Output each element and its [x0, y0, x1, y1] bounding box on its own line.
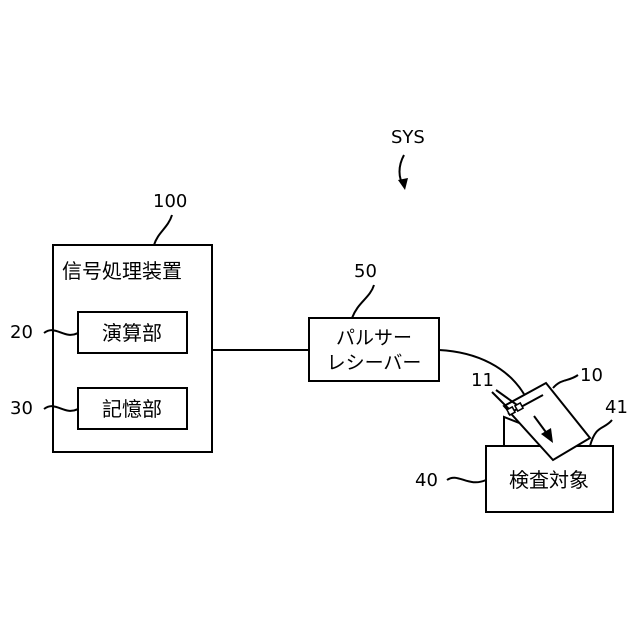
- probe-ref-label: 10: [580, 365, 603, 386]
- storage-unit-label: 記憶部: [102, 397, 162, 421]
- arithmetic-unit-label: 演算部: [102, 321, 162, 345]
- inspection-target-ref-label: 40: [415, 470, 438, 491]
- element-leader-1: [492, 392, 509, 409]
- surface-ref-label: 41: [605, 397, 628, 418]
- storage-unit-ref-label: 30: [10, 398, 33, 419]
- pulser-receiver-ref-label: 50: [354, 261, 377, 282]
- probe-leader: [553, 375, 578, 388]
- signal-processor-title: 信号処理装置: [62, 259, 182, 283]
- signal-processor-leader: [154, 215, 172, 245]
- system-arrow-head: [398, 178, 408, 190]
- pulser-receiver-label-line1: パルサー: [336, 327, 412, 349]
- inspection-target-label: 検査対象: [509, 468, 589, 492]
- surface-leader: [590, 420, 612, 446]
- inspection-target-leader: [447, 478, 486, 483]
- signal-processor-ref-label: 100: [153, 191, 187, 212]
- system-ref-label: SYS: [391, 127, 425, 148]
- element-leader-2: [496, 390, 517, 405]
- arithmetic-unit-ref-label: 20: [10, 322, 33, 343]
- pulser-receiver-leader: [352, 285, 374, 318]
- element-ref-label: 11: [471, 370, 494, 391]
- pulser-receiver-label-line2: レシーバー: [327, 352, 422, 374]
